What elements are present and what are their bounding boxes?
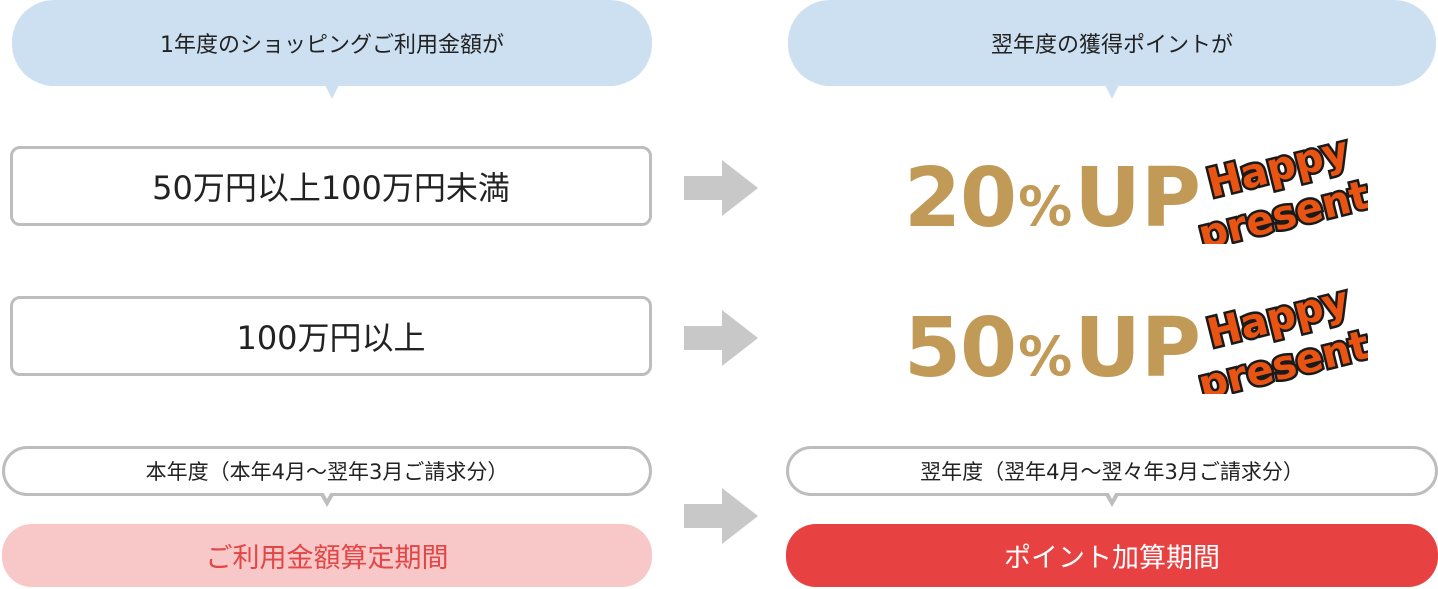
percent-sign: % (1018, 175, 1073, 238)
happy-present-logo: Happy present (1198, 138, 1368, 244)
period-tail (319, 490, 335, 507)
period-range-left-text: 本年度（本年4月～翌年3月ご請求分） (145, 460, 509, 484)
period-tail (1104, 490, 1120, 507)
right-arrow-icon (684, 310, 758, 366)
right-arrow-icon (684, 488, 758, 544)
period-range-right: 翌年度（翌年4月～翌々年3月ご請求分） (786, 446, 1438, 507)
tier-condition-box: 50万円以上100万円未満 (10, 146, 652, 226)
period-label-left: ご利用金額算定期間 (2, 524, 652, 587)
bubble-tail (325, 85, 339, 99)
header-right-text: 翌年度の獲得ポイントが (990, 33, 1233, 58)
period-range-right-text: 翌年度（翌年4月～翌々年3月ご請求分） (920, 460, 1304, 484)
right-arrow-icon (684, 160, 758, 216)
tier-condition-box: 100万円以上 (10, 296, 652, 376)
period-range-left: 本年度（本年4月～翌年3月ご請求分） (2, 446, 652, 507)
header-left-text: 1年度のショッピングご利用金額が (160, 33, 504, 58)
tier-condition-text: 100万円以上 (236, 319, 426, 357)
header-bubble-right: 翌年度の獲得ポイントが (788, 0, 1436, 99)
period-label-left-text: ご利用金額算定期間 (205, 543, 449, 574)
percent-sign: % (1018, 325, 1073, 388)
period-label-right: ポイント加算期間 (786, 524, 1438, 587)
happy-present-logo: Happy present (1198, 288, 1368, 394)
tier-up-label: 20 % UP (904, 150, 1201, 240)
tier-condition-text: 50万円以上100万円未満 (152, 169, 510, 207)
up-text: UP (1074, 151, 1201, 246)
period-label-right-text: ポイント加算期間 (1004, 543, 1220, 574)
bubble-tail (1105, 85, 1119, 99)
tier-up-label: 50 % UP (904, 300, 1201, 390)
header-bubble-left: 1年度のショッピングご利用金額が (12, 0, 652, 99)
tier-percent: 20 (904, 151, 1017, 246)
up-text: UP (1074, 301, 1201, 396)
tier-percent: 50 (904, 301, 1017, 396)
